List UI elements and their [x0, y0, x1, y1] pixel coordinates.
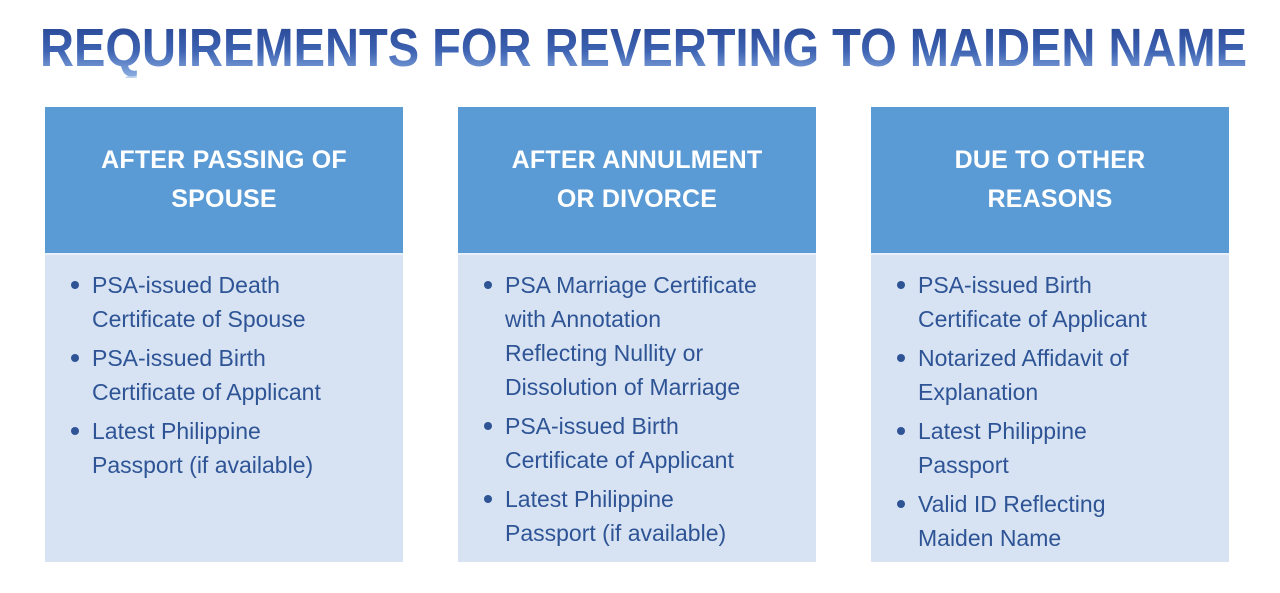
- bullet-icon: [484, 495, 492, 503]
- requirement-text: Latest Philippine Passport (if available…: [505, 486, 727, 546]
- requirement-text: Latest Philippine Passport: [918, 418, 1087, 478]
- card-header-line: AFTER PASSING OF: [101, 146, 347, 174]
- card-header-line: OR DIVORCE: [556, 185, 718, 213]
- requirements-list: PSA Marriage Certificate with Annotation…: [458, 255, 816, 550]
- cards-row: AFTER PASSING OF SPOUSE PSA-issued Death…: [0, 107, 1280, 562]
- requirement-item: PSA-issued Birth Certificate of Applican…: [70, 341, 350, 409]
- card-after-annulment-or-divorce: AFTER ANNULMENT OR DIVORCE PSA Marriage …: [458, 107, 816, 562]
- requirement-text: Valid ID Reflecting Maiden Name: [918, 491, 1106, 551]
- bullet-icon: [484, 422, 492, 430]
- requirement-item: Valid ID Reflecting Maiden Name: [896, 487, 1176, 555]
- page-title-banner: REQUIREMENTS FOR REVERTING TO MAIDEN NAM…: [40, 18, 1247, 107]
- card-header-line: SPOUSE: [171, 185, 277, 213]
- requirement-text: PSA-issued Death Certificate of Spouse: [92, 272, 306, 332]
- requirement-item: PSA-issued Death Certificate of Spouse: [70, 268, 350, 336]
- requirement-item: Latest Philippine Passport (if available…: [70, 414, 350, 482]
- bullet-icon: [71, 354, 79, 362]
- page-title-reflection: REQUIREMENTS FOR REVERTING TO MAIDEN NAM…: [40, 74, 1247, 107]
- bullet-icon: [897, 354, 905, 362]
- requirement-item: PSA-issued Birth Certificate of Applican…: [896, 268, 1176, 336]
- requirement-item: Latest Philippine Passport: [896, 414, 1176, 482]
- page-title: REQUIREMENTS FOR REVERTING TO MAIDEN NAM…: [40, 18, 1247, 78]
- requirement-text: PSA-issued Birth Certificate of Applican…: [505, 413, 734, 473]
- card-body: PSA Marriage Certificate with Annotation…: [458, 253, 816, 562]
- requirement-item: PSA Marriage Certificate with Annotation…: [483, 268, 763, 404]
- card-after-passing-of-spouse: AFTER PASSING OF SPOUSE PSA-issued Death…: [45, 107, 403, 562]
- bullet-icon: [71, 427, 79, 435]
- bullet-icon: [897, 427, 905, 435]
- card-header-line: DUE TO OTHER: [954, 146, 1146, 174]
- requirements-list: PSA-issued Birth Certificate of Applican…: [871, 255, 1229, 555]
- card-header: DUE TO OTHER REASONS: [871, 107, 1229, 253]
- bullet-icon: [897, 500, 905, 508]
- requirement-text: Notarized Affidavit of Explanation: [918, 345, 1129, 405]
- card-header-line: AFTER ANNULMENT: [511, 146, 763, 174]
- card-header-line: REASONS: [987, 185, 1113, 213]
- requirement-item: Notarized Affidavit of Explanation: [896, 341, 1176, 409]
- card-header: AFTER PASSING OF SPOUSE: [45, 107, 403, 253]
- requirement-text: PSA-issued Birth Certificate of Applican…: [92, 345, 321, 405]
- requirement-item: Latest Philippine Passport (if available…: [483, 482, 763, 550]
- requirement-item: PSA-issued Birth Certificate of Applican…: [483, 409, 763, 477]
- bullet-icon: [897, 281, 905, 289]
- card-header: AFTER ANNULMENT OR DIVORCE: [458, 107, 816, 253]
- card-body: PSA-issued Birth Certificate of Applican…: [871, 253, 1229, 562]
- requirement-text: PSA-issued Birth Certificate of Applican…: [918, 272, 1147, 332]
- requirement-text: Latest Philippine Passport (if available…: [92, 418, 314, 478]
- card-due-to-other-reasons: DUE TO OTHER REASONS PSA-issued Birth Ce…: [871, 107, 1229, 562]
- bullet-icon: [484, 281, 492, 289]
- bullet-icon: [71, 281, 79, 289]
- requirement-text: PSA Marriage Certificate with Annotation…: [505, 272, 757, 400]
